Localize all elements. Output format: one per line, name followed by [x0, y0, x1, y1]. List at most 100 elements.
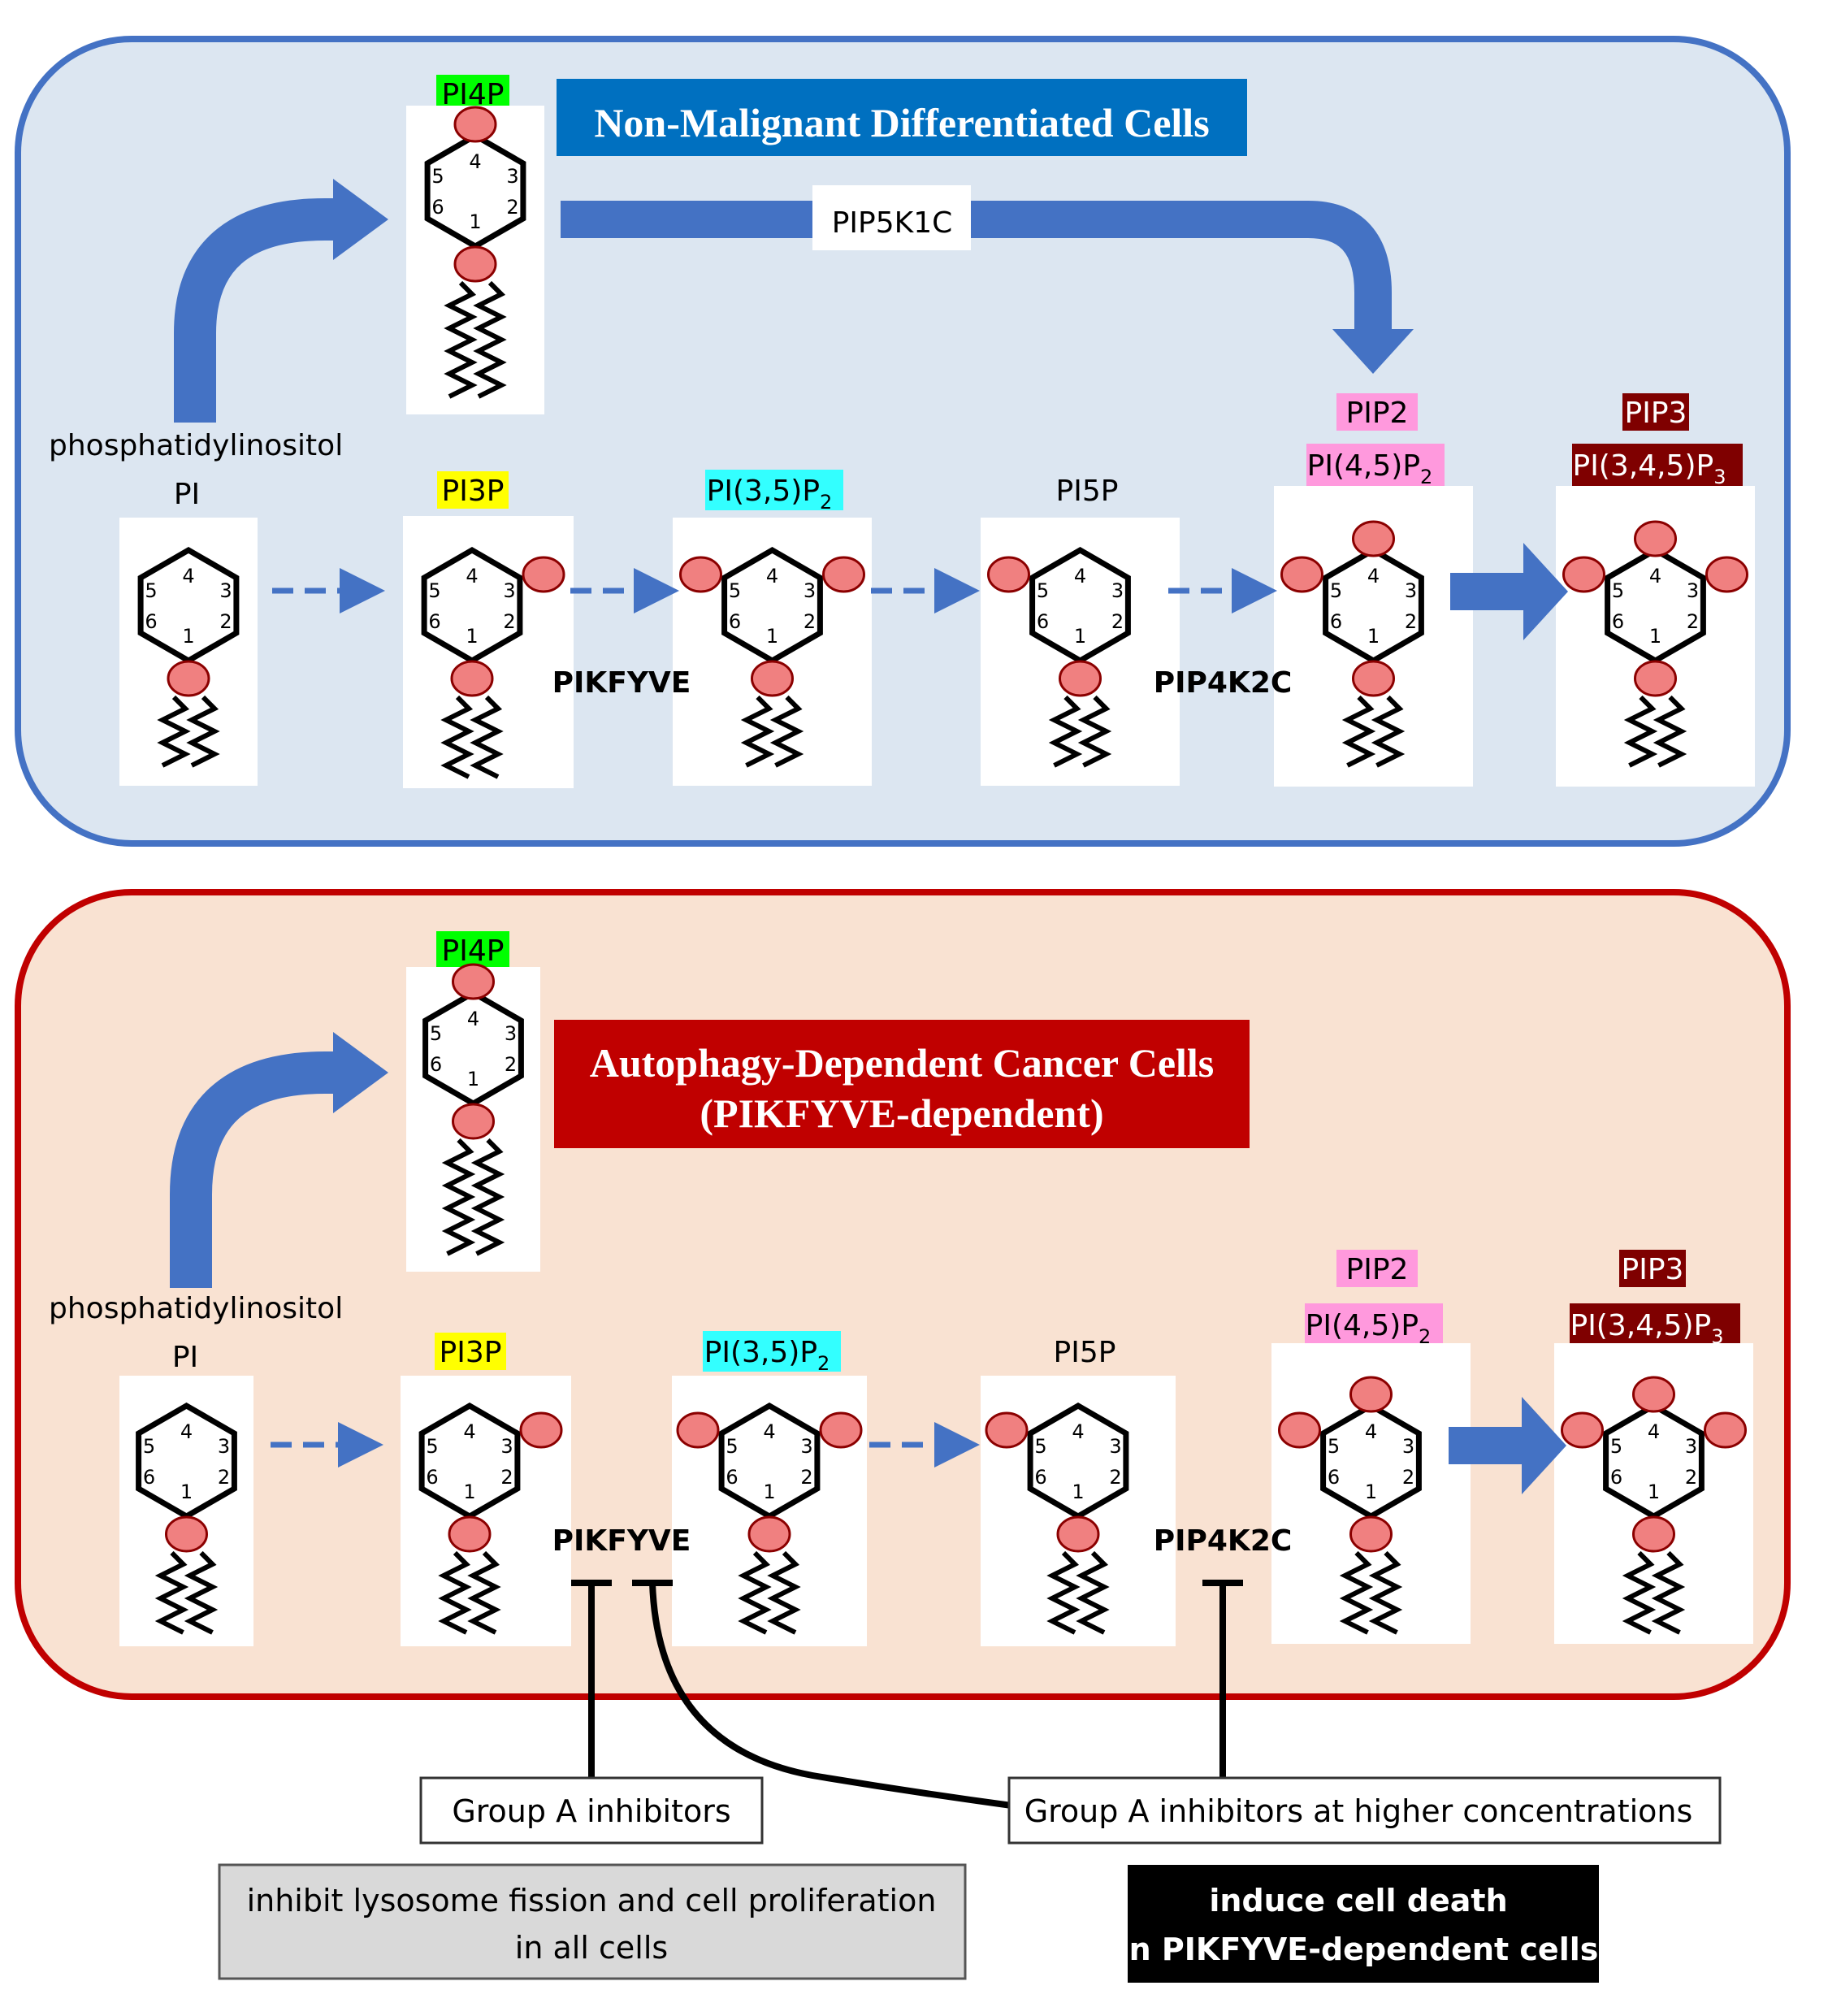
phosphate-group	[1056, 1515, 1100, 1553]
phosphate-group	[167, 660, 210, 697]
phosphate-group	[1349, 1515, 1393, 1553]
ring-position-number: 3	[1402, 1435, 1414, 1458]
ring-position-number: 3	[1111, 579, 1124, 602]
lipid-tail	[1623, 695, 1658, 768]
ring-position-number: 2	[804, 610, 816, 633]
label-phosphatidylinositol: phosphatidylinositol	[49, 429, 343, 462]
phosphate-group	[453, 106, 497, 143]
label-pi4p-bottom: PI4P	[442, 934, 505, 968]
phosphate-group	[1634, 520, 1677, 557]
pip2-to-pip3-arrowhead-bottom	[1522, 1397, 1566, 1494]
phosphate-group	[519, 1411, 563, 1449]
lipid-tail	[738, 1550, 772, 1635]
phosphate-group	[1280, 556, 1323, 593]
ring-position-number: 4	[469, 150, 481, 173]
phosphate-group	[452, 1103, 495, 1140]
phosphate-group	[1352, 660, 1395, 697]
phosphate-group	[165, 1515, 208, 1553]
ring-position-number: 6	[431, 196, 444, 219]
pip5k1c-arrowhead	[1332, 329, 1414, 374]
ring-position-number: 2	[800, 1466, 812, 1489]
ring-position-number: 5	[729, 579, 741, 602]
lipid-tail	[1046, 1550, 1081, 1635]
pip2-to-pip3-arrow-bottom	[1449, 1427, 1526, 1464]
ring-position-number: 1	[1072, 1481, 1084, 1503]
ring-position-number: 1	[1074, 625, 1086, 648]
ring-position-number: 5	[426, 1435, 438, 1458]
phosphate-group	[987, 556, 1030, 593]
ring-position-number: 6	[143, 1466, 155, 1489]
phosphate-group	[1561, 1411, 1604, 1449]
ring-position-number: 2	[1685, 1466, 1697, 1489]
lipid-tail	[473, 280, 507, 399]
pip5k1c-arrow	[561, 201, 1392, 329]
ring-position-number: 5	[726, 1435, 738, 1458]
group-a-high-conc-label: Group A inhibitors at higher concentrati…	[1024, 1793, 1693, 1829]
phosphate-group	[676, 1411, 720, 1449]
tag-bg-pip3-bottom	[1619, 1250, 1686, 1287]
pip2-to-pip3-arrowhead	[1523, 543, 1568, 640]
label-pi345p3-bottom: PI(3,4,5)P3	[1570, 1309, 1723, 1348]
ring-position-number: 5	[1328, 1435, 1340, 1458]
ring-position-number: 4	[1074, 565, 1086, 587]
phosphate-group	[1705, 556, 1748, 593]
phosphate-group	[1634, 660, 1677, 697]
ring-position-number: 6	[1610, 1466, 1622, 1489]
lipid-tail	[184, 1550, 219, 1635]
ring-position-number: 2	[1687, 610, 1699, 633]
ring-position-number: 3	[218, 1435, 230, 1458]
phosphate-group	[1632, 1515, 1675, 1553]
phosphate-group	[522, 556, 565, 593]
molecule-card	[119, 518, 258, 786]
ring-position-number: 5	[428, 579, 440, 602]
phosphate-group	[679, 556, 722, 593]
ring-position-number: 5	[143, 1435, 155, 1458]
tag-bg-pi35p2	[705, 470, 843, 510]
lipid-tail	[1368, 1550, 1403, 1635]
tag-bg-pi4p-bottom	[436, 931, 509, 969]
label-pip3-bottom: PIP3	[1622, 1253, 1684, 1286]
bottom-panel-title-line1: Autophagy-Dependent Cancer Cells	[590, 1040, 1215, 1086]
ring-position-number: 1	[766, 625, 778, 648]
lipid-tail	[470, 695, 504, 779]
ring-position-number: 6	[1330, 610, 1342, 633]
tag-bg-pi45p2-bottom	[1305, 1303, 1443, 1346]
molecule-card	[119, 1376, 253, 1646]
ring-position-number: 4	[1649, 565, 1661, 587]
ring-position-number: 3	[500, 1435, 513, 1458]
lipid-tail	[1339, 1550, 1374, 1635]
ring-position-number: 2	[1402, 1466, 1414, 1489]
inhibition-group-a-high-pikfyve	[632, 1580, 1012, 1809]
cell-death-outcome-line1: induce cell death	[1209, 1883, 1507, 1918]
ring-position-number: 6	[1328, 1466, 1340, 1489]
ring-position-number: 6	[430, 1053, 442, 1076]
ring-position-number: 3	[503, 579, 515, 602]
top-title-box	[557, 79, 1247, 156]
ring-position-number: 4	[182, 565, 194, 587]
ring-position-number: 2	[1405, 610, 1417, 633]
ring-position-number: 1	[1649, 625, 1661, 648]
lipid-tail	[444, 280, 478, 399]
phosphate-group	[1059, 660, 1102, 697]
phosphate-group	[452, 963, 495, 1000]
lipid-tail	[740, 695, 775, 768]
ring-position-number: 5	[145, 579, 157, 602]
ring-position-number: 3	[505, 1022, 517, 1045]
label-pi-bottom: PI	[172, 1341, 198, 1374]
label-pip2: PIP2	[1346, 397, 1409, 430]
ring-position-number: 2	[219, 610, 232, 633]
label-pi45p2-bottom: PI(4,5)P2	[1306, 1309, 1432, 1348]
tag-bg-pi345p3-bottom	[1570, 1303, 1740, 1346]
ring-position-number: 3	[800, 1435, 812, 1458]
tag-bg-pi3p-bottom	[435, 1333, 506, 1370]
ring-position-number: 6	[729, 610, 741, 633]
enzyme-label-pip4k2c-bottom: PIP4K2C	[1154, 1524, 1293, 1558]
ring-position-number: 1	[467, 1068, 479, 1090]
top-panel-title: Non-Malignant Differentiated Cells	[594, 100, 1209, 145]
label-pi: PI	[174, 478, 200, 511]
